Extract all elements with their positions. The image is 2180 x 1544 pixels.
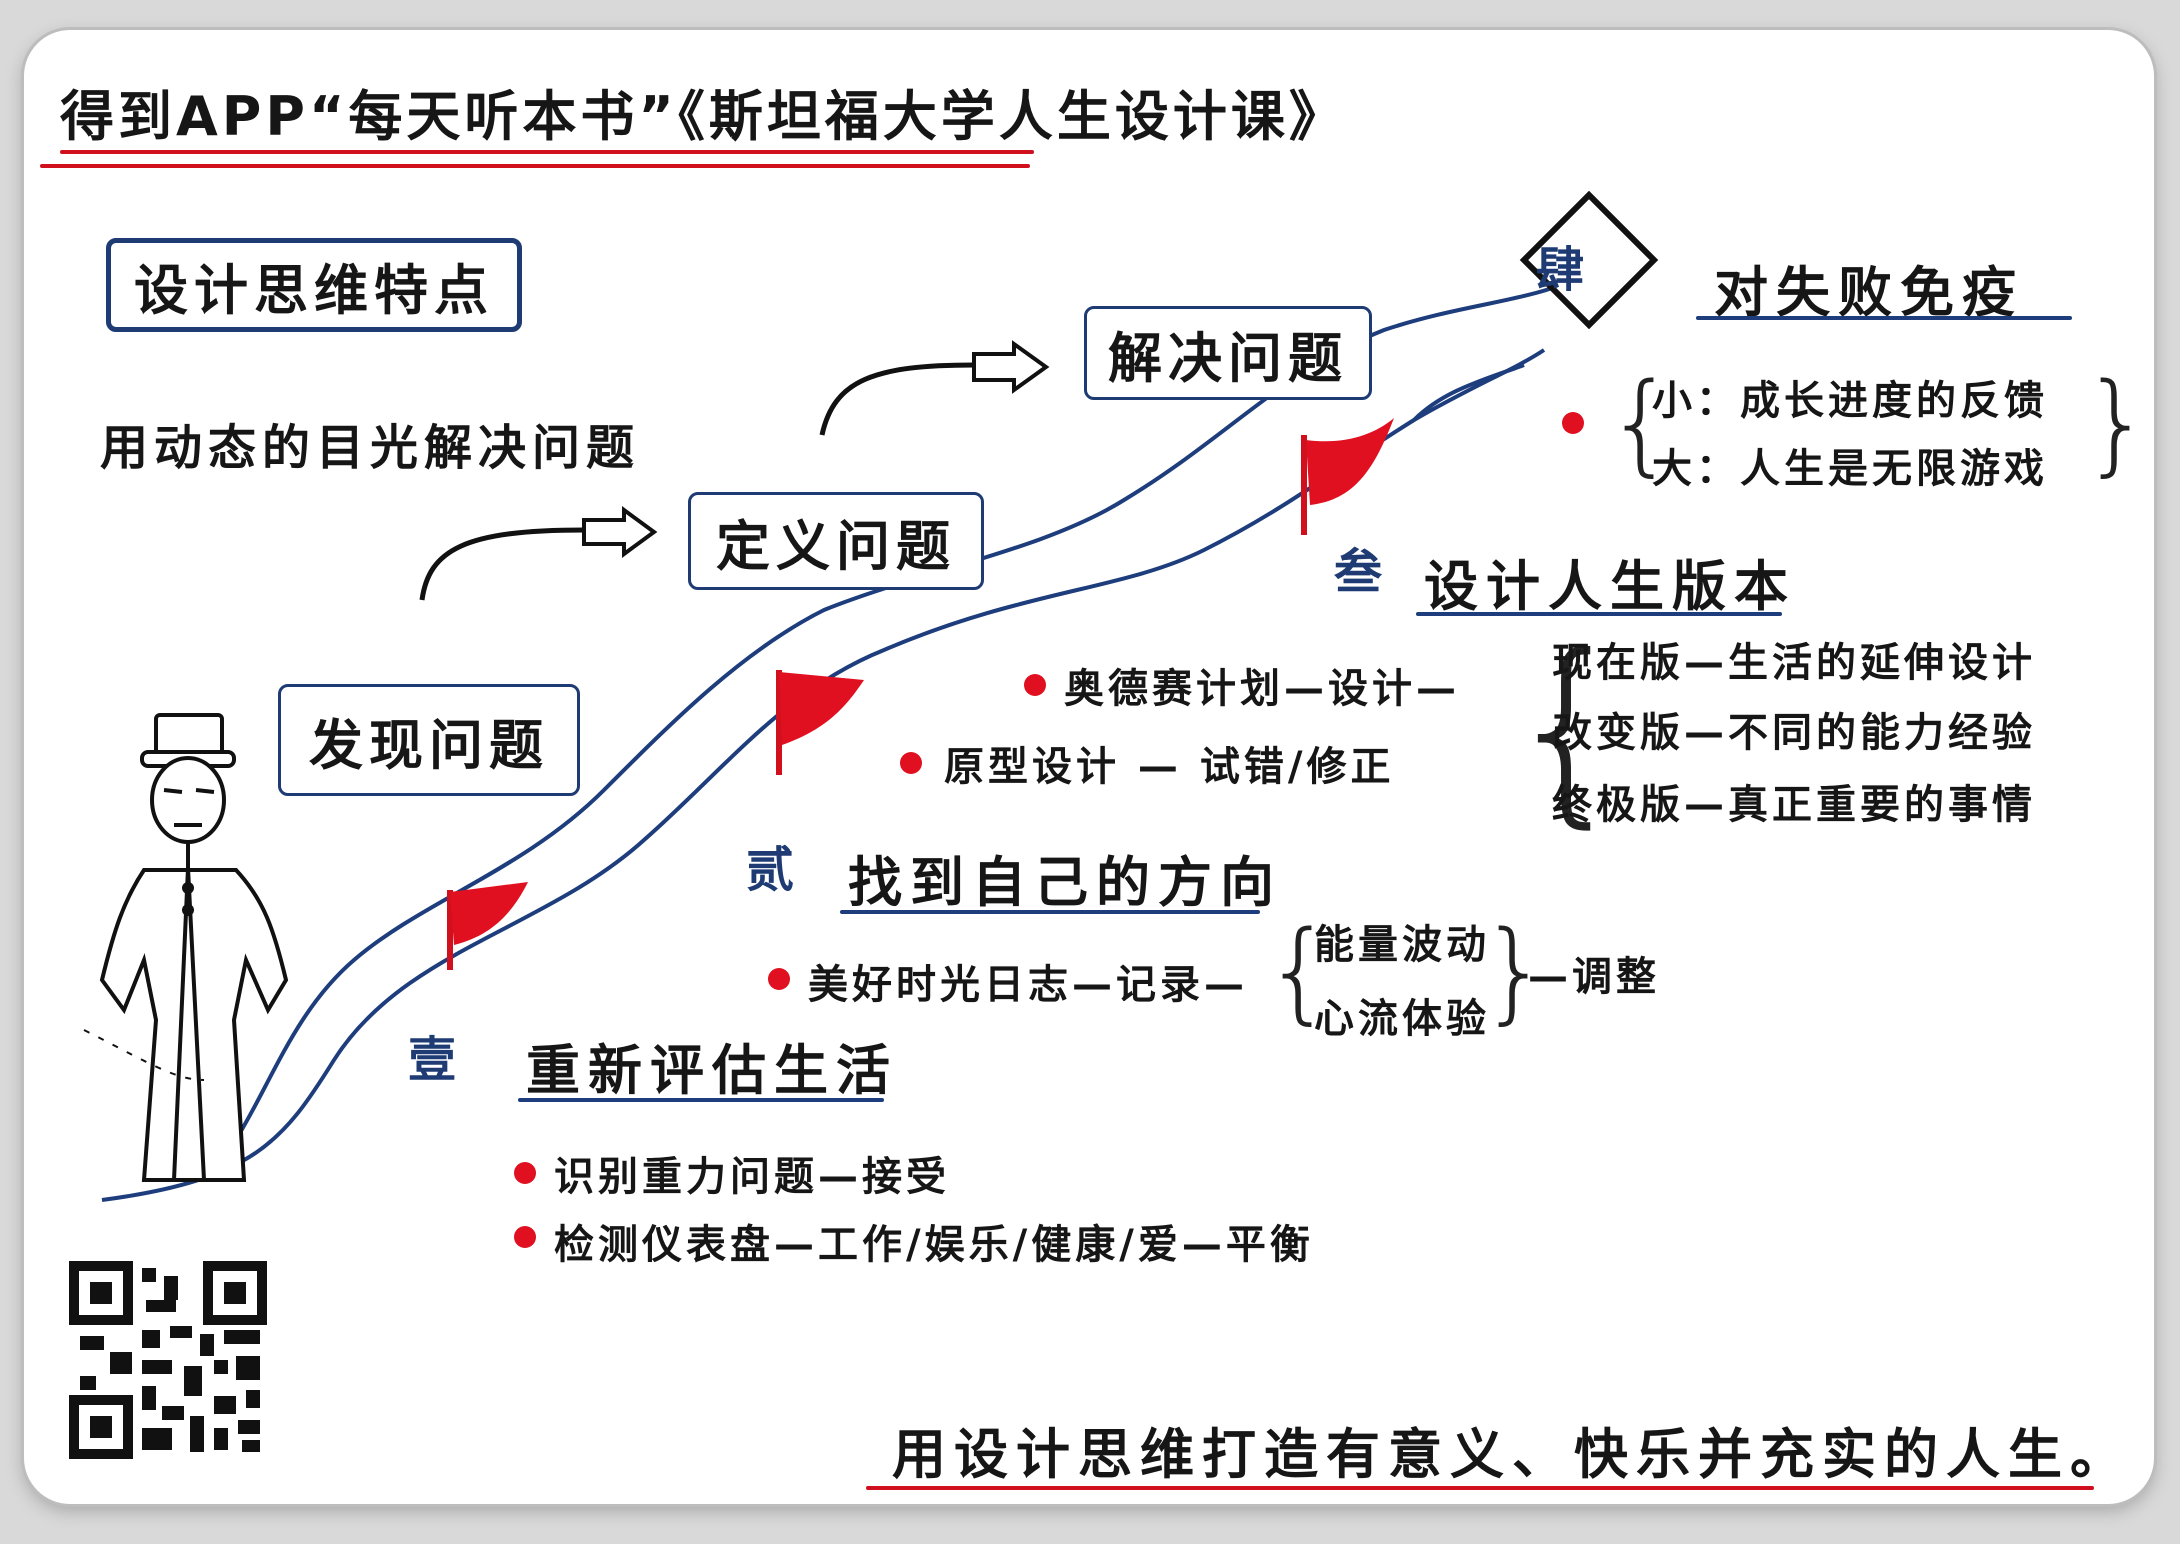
stage-2-item: 美好时光日志—记录— — [808, 962, 1248, 1008]
step-solve-label: 解决问题 — [1108, 326, 1348, 390]
page-title: 得到APP“每天听本书”《斯坦福大学人生设计课》 — [60, 85, 1347, 148]
bullet-dot — [768, 968, 790, 990]
stage-3-title: 设计人生版本 — [1424, 555, 1796, 618]
stage-3-number: 叁 — [1334, 544, 1383, 600]
stage-2-item-tail: —调整 — [1528, 954, 1660, 1000]
features-heading-box: 设计思维特点 — [106, 238, 522, 332]
step-discover-label: 发现问题 — [309, 713, 549, 777]
stage-3-prototype: 原型设计 — 试错/修正 — [944, 744, 1395, 790]
stage-2-underline — [840, 910, 1260, 914]
arrow-right-icon — [419, 506, 658, 601]
stage-4-feedback-small: 小：成长进度的反馈 — [1652, 378, 2048, 424]
bullet-dot — [1562, 412, 1584, 434]
brace-left: { — [1606, 359, 1676, 487]
stage-1-number: 壹 — [408, 1032, 457, 1088]
step-define-label: 定义问题 — [716, 514, 956, 578]
flag-icon — [776, 670, 864, 775]
footer-slogan: 用设计思维打造有意义、快乐并充实的人生。 — [892, 1423, 2132, 1486]
flag-icon — [447, 882, 528, 970]
step-discover-box: 发现问题 — [278, 684, 580, 796]
flag-icon — [1301, 418, 1394, 535]
stage-3-version-change: 改变版—不同的能力经验 — [1552, 710, 2036, 756]
qr-code-icon — [69, 1261, 267, 1459]
title-underline-1 — [60, 150, 1034, 154]
stage-2-title: 找到自己的方向 — [848, 851, 1282, 914]
stage-4-title: 对失败免疫 — [1714, 261, 2024, 324]
bullet-dot — [900, 752, 922, 774]
stage-3-version-current: 现在版—生活的延伸设计 — [1552, 640, 2036, 686]
brace-right: } — [1480, 907, 1550, 1035]
bullet-dot — [514, 1226, 536, 1248]
stage-1-item-2: 检测仪表盘—工作/娱乐/健康/爱—平衡 — [554, 1222, 1314, 1268]
road-illustration — [69, 190, 1659, 1459]
road-edge-top — [1412, 363, 1525, 422]
features-heading: 设计思维特点 — [134, 258, 494, 322]
stage-3-odyssey: 奥德赛计划—设计— — [1064, 666, 1460, 712]
stage-4-feedback-big: 大：人生是无限游戏 — [1652, 446, 2048, 492]
stage-3-underline — [1416, 612, 1782, 616]
stage-1-underline — [518, 1098, 884, 1102]
slogan-underline — [866, 1486, 2094, 1490]
bullet-dot — [514, 1162, 536, 1184]
brace-left: { — [1504, 613, 1632, 846]
step-define-box: 定义问题 — [688, 492, 984, 590]
features-subtitle: 用动态的目光解决问题 — [100, 420, 641, 476]
arrow-right-icon — [819, 340, 1050, 436]
stage-2-number: 贰 — [746, 842, 795, 898]
brace-left: { — [1264, 907, 1334, 1035]
diamond-badge-icon — [1519, 190, 1659, 330]
stage-2-branch-2: 心流体验 — [1314, 996, 1490, 1042]
stage-1-title: 重新评估生活 — [526, 1039, 898, 1102]
stage-4-number: 肆 — [1536, 242, 1585, 298]
title-underline-2 — [40, 164, 1030, 168]
brace-right: } — [2082, 359, 2152, 487]
stage-2-branch-1: 能量波动 — [1314, 922, 1490, 968]
stage-3-version-ultimate: 终极版—真正重要的事情 — [1552, 782, 2036, 828]
person-figure-icon — [83, 713, 289, 1182]
infographic-card: 得到APP“每天听本书”《斯坦福大学人生设计课》 — [24, 30, 2154, 1504]
stage-4-underline — [1696, 316, 2072, 320]
step-solve-box: 解决问题 — [1084, 306, 1372, 400]
stage-1-item-1: 识别重力问题—接受 — [554, 1154, 950, 1200]
bullet-dot — [1024, 674, 1046, 696]
